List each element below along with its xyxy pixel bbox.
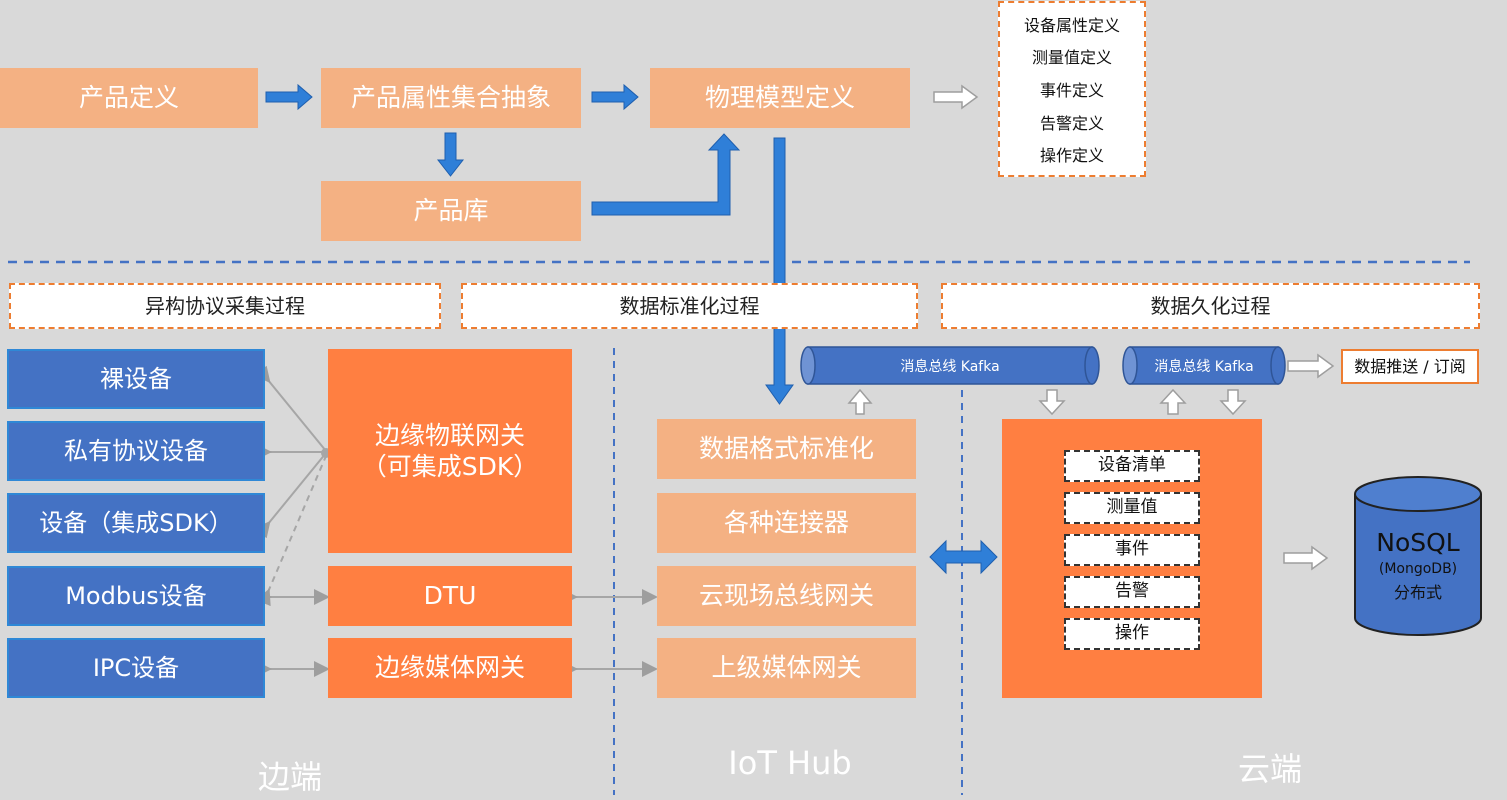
device-bare: 裸设备 xyxy=(7,349,265,409)
phase-standardize-label: 数据标准化过程 xyxy=(619,293,760,318)
region-label-cloud: 云端 xyxy=(1237,750,1302,788)
definition-item: 设备属性定义 xyxy=(1023,15,1120,35)
arrow-abstract-to-model xyxy=(591,83,639,111)
nosql-subtitle: (MongoDB) xyxy=(1378,561,1458,577)
device-modbus: Modbus设备 xyxy=(7,566,265,626)
device-label: 设备（集成SDK） xyxy=(39,509,233,537)
format-std-label: 数据格式标准化 xyxy=(698,434,874,464)
cloud-item-label: 测量值 xyxy=(1106,497,1158,518)
attribute-abstraction-label: 产品属性集合抽象 xyxy=(350,83,551,113)
device-ipc: IPC设备 xyxy=(7,638,265,698)
upper-media-gateway: 上级媒体网关 xyxy=(657,638,916,698)
product-library-box: 产品库 xyxy=(321,181,581,241)
kafka-bus-1-label: 消息总线 Kafka xyxy=(900,358,1000,375)
cloud-item-label: 设备清单 xyxy=(1098,455,1166,476)
nosql-cylinder-shape xyxy=(1354,476,1482,636)
connectors-label: 各种连接器 xyxy=(723,508,849,538)
kafka-bus-1-shape xyxy=(800,346,1100,385)
arrow-kafka-down-cloud xyxy=(1038,389,1066,416)
phase-standardize: 数据标准化过程 xyxy=(461,283,918,329)
cloud-item-event: 事件 xyxy=(1064,534,1200,566)
arrow-model-to-defs xyxy=(933,84,979,110)
definition-item: 操作定义 xyxy=(1039,146,1104,166)
phase-persist: 数据久化过程 xyxy=(941,283,1480,329)
phase-persist-label: 数据久化过程 xyxy=(1150,293,1271,318)
attribute-abstraction-box: 产品属性集合抽象 xyxy=(321,68,581,128)
edge-media-gateway-label: 边缘媒体网关 xyxy=(374,653,525,683)
device-label: 私有协议设备 xyxy=(64,437,208,465)
arrow-kafka-to-push xyxy=(1287,353,1335,379)
phase-collect-label: 异构协议采集过程 xyxy=(145,293,305,318)
cloud-bus-gateway: 云现场总线网关 xyxy=(657,566,916,626)
definition-item: 事件定义 xyxy=(1039,80,1104,100)
edge-media-gateway: 边缘媒体网关 xyxy=(328,638,572,698)
arrow-kafka2-down-cloud xyxy=(1219,389,1247,416)
device-label: Modbus设备 xyxy=(65,582,207,610)
arrow-cloud-to-nosql xyxy=(1283,545,1329,571)
device-sdk: 设备（集成SDK） xyxy=(7,493,265,553)
kafka-bus-2: 消息总线 Kafka xyxy=(1130,347,1278,384)
arrow-format-up-kafka xyxy=(847,388,873,415)
definitions-list: 设备属性定义 测量值定义 事件定义 告警定义 操作定义 xyxy=(998,1,1146,177)
connectors-box: 各种连接器 xyxy=(657,493,916,553)
nosql-title: NoSQL xyxy=(1376,528,1460,557)
arrow-hub-cloud-double xyxy=(929,539,998,575)
cloud-item-measurement: 测量值 xyxy=(1064,492,1200,524)
region-label-hub: IoT Hub xyxy=(728,744,852,782)
cloud-item-label: 告警 xyxy=(1115,581,1149,602)
cloud-item-alarm: 告警 xyxy=(1064,576,1200,608)
dtu-box: DTU xyxy=(328,566,572,626)
product-definition-box: 产品定义 xyxy=(0,68,258,128)
data-push-subscribe: 数据推送 / 订阅 xyxy=(1341,349,1479,384)
product-library-label: 产品库 xyxy=(413,196,489,226)
dtu-label: DTU xyxy=(423,581,477,611)
arrow-product-to-abstract xyxy=(265,83,313,111)
phase-collect: 异构协议采集过程 xyxy=(9,283,441,329)
definition-item: 测量值定义 xyxy=(1031,48,1112,68)
upper-media-label: 上级媒体网关 xyxy=(711,653,862,683)
edge-gateway-subtitle: （可集成SDK） xyxy=(361,452,539,481)
edge-gateway-title: 边缘物联网关 xyxy=(374,420,525,450)
physical-model-box: 物理模型定义 xyxy=(650,68,910,128)
arrow-cloud-up-kafka2 xyxy=(1159,388,1187,415)
kafka-bus-2-label: 消息总线 Kafka xyxy=(1154,358,1254,375)
device-private-protocol: 私有协议设备 xyxy=(7,421,265,481)
arrow-model-down xyxy=(765,137,794,405)
cloud-item-label: 事件 xyxy=(1115,539,1149,560)
cloud-item-device-list: 设备清单 xyxy=(1064,450,1200,482)
data-format-standardization: 数据格式标准化 xyxy=(657,419,916,479)
cloud-item-label: 操作 xyxy=(1115,623,1149,644)
kafka-bus-2-shape xyxy=(1122,346,1286,385)
cloud-item-operation: 操作 xyxy=(1064,618,1200,650)
kafka-bus-1: 消息总线 Kafka xyxy=(808,347,1092,384)
region-label-edge: 边端 xyxy=(257,758,322,796)
bus-gateway-label: 云现场总线网关 xyxy=(698,581,874,611)
device-label: 裸设备 xyxy=(100,365,172,393)
arrow-lib-to-model xyxy=(591,133,741,216)
physical-model-label: 物理模型定义 xyxy=(704,83,855,113)
arrow-abstract-to-lib xyxy=(436,132,465,177)
definition-item: 告警定义 xyxy=(1039,113,1104,133)
device-label: IPC设备 xyxy=(92,654,180,682)
edge-iot-gateway: 边缘物联网关 （可集成SDK） xyxy=(328,349,572,553)
product-definition-label: 产品定义 xyxy=(78,83,179,113)
nosql-distributed: 分布式 xyxy=(1393,583,1442,602)
push-label: 数据推送 / 订阅 xyxy=(1354,356,1466,376)
